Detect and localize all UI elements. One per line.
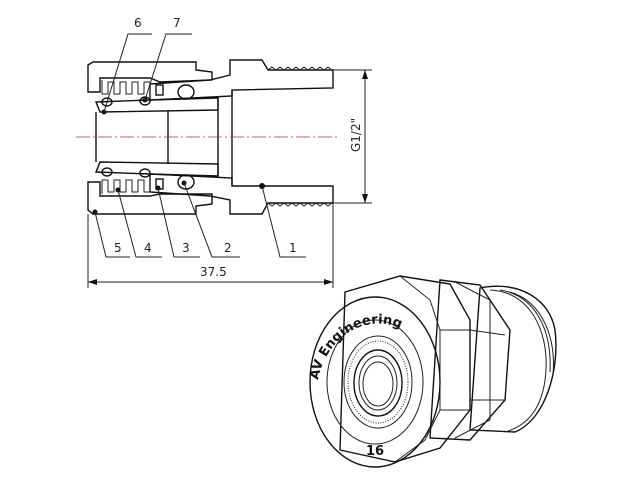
part-label-7: 7 [173,16,181,30]
thread-size-dimension: G1/2" [349,118,363,152]
section-view: 6 7 5 4 3 2 1 37.5 G1/2" [76,16,372,288]
size-marking: 16 [366,444,384,459]
body-lower [149,173,334,215]
front-face [309,296,441,468]
nut-lower [87,181,213,215]
part-label-4: 4 [144,241,152,255]
sleeve-lower [94,161,219,177]
part-label-1: 1 [289,241,297,255]
part-label-2: 2 [224,241,232,255]
part-label-3: 3 [182,241,190,255]
sleeve-upper [94,97,219,113]
part-label-6: 6 [134,16,142,30]
overall-length-dimension: 37.5 [200,265,227,279]
part-label-5: 5 [114,241,122,255]
isometric-view: AV Engineering 16 [307,275,557,468]
body-upper [149,59,334,101]
